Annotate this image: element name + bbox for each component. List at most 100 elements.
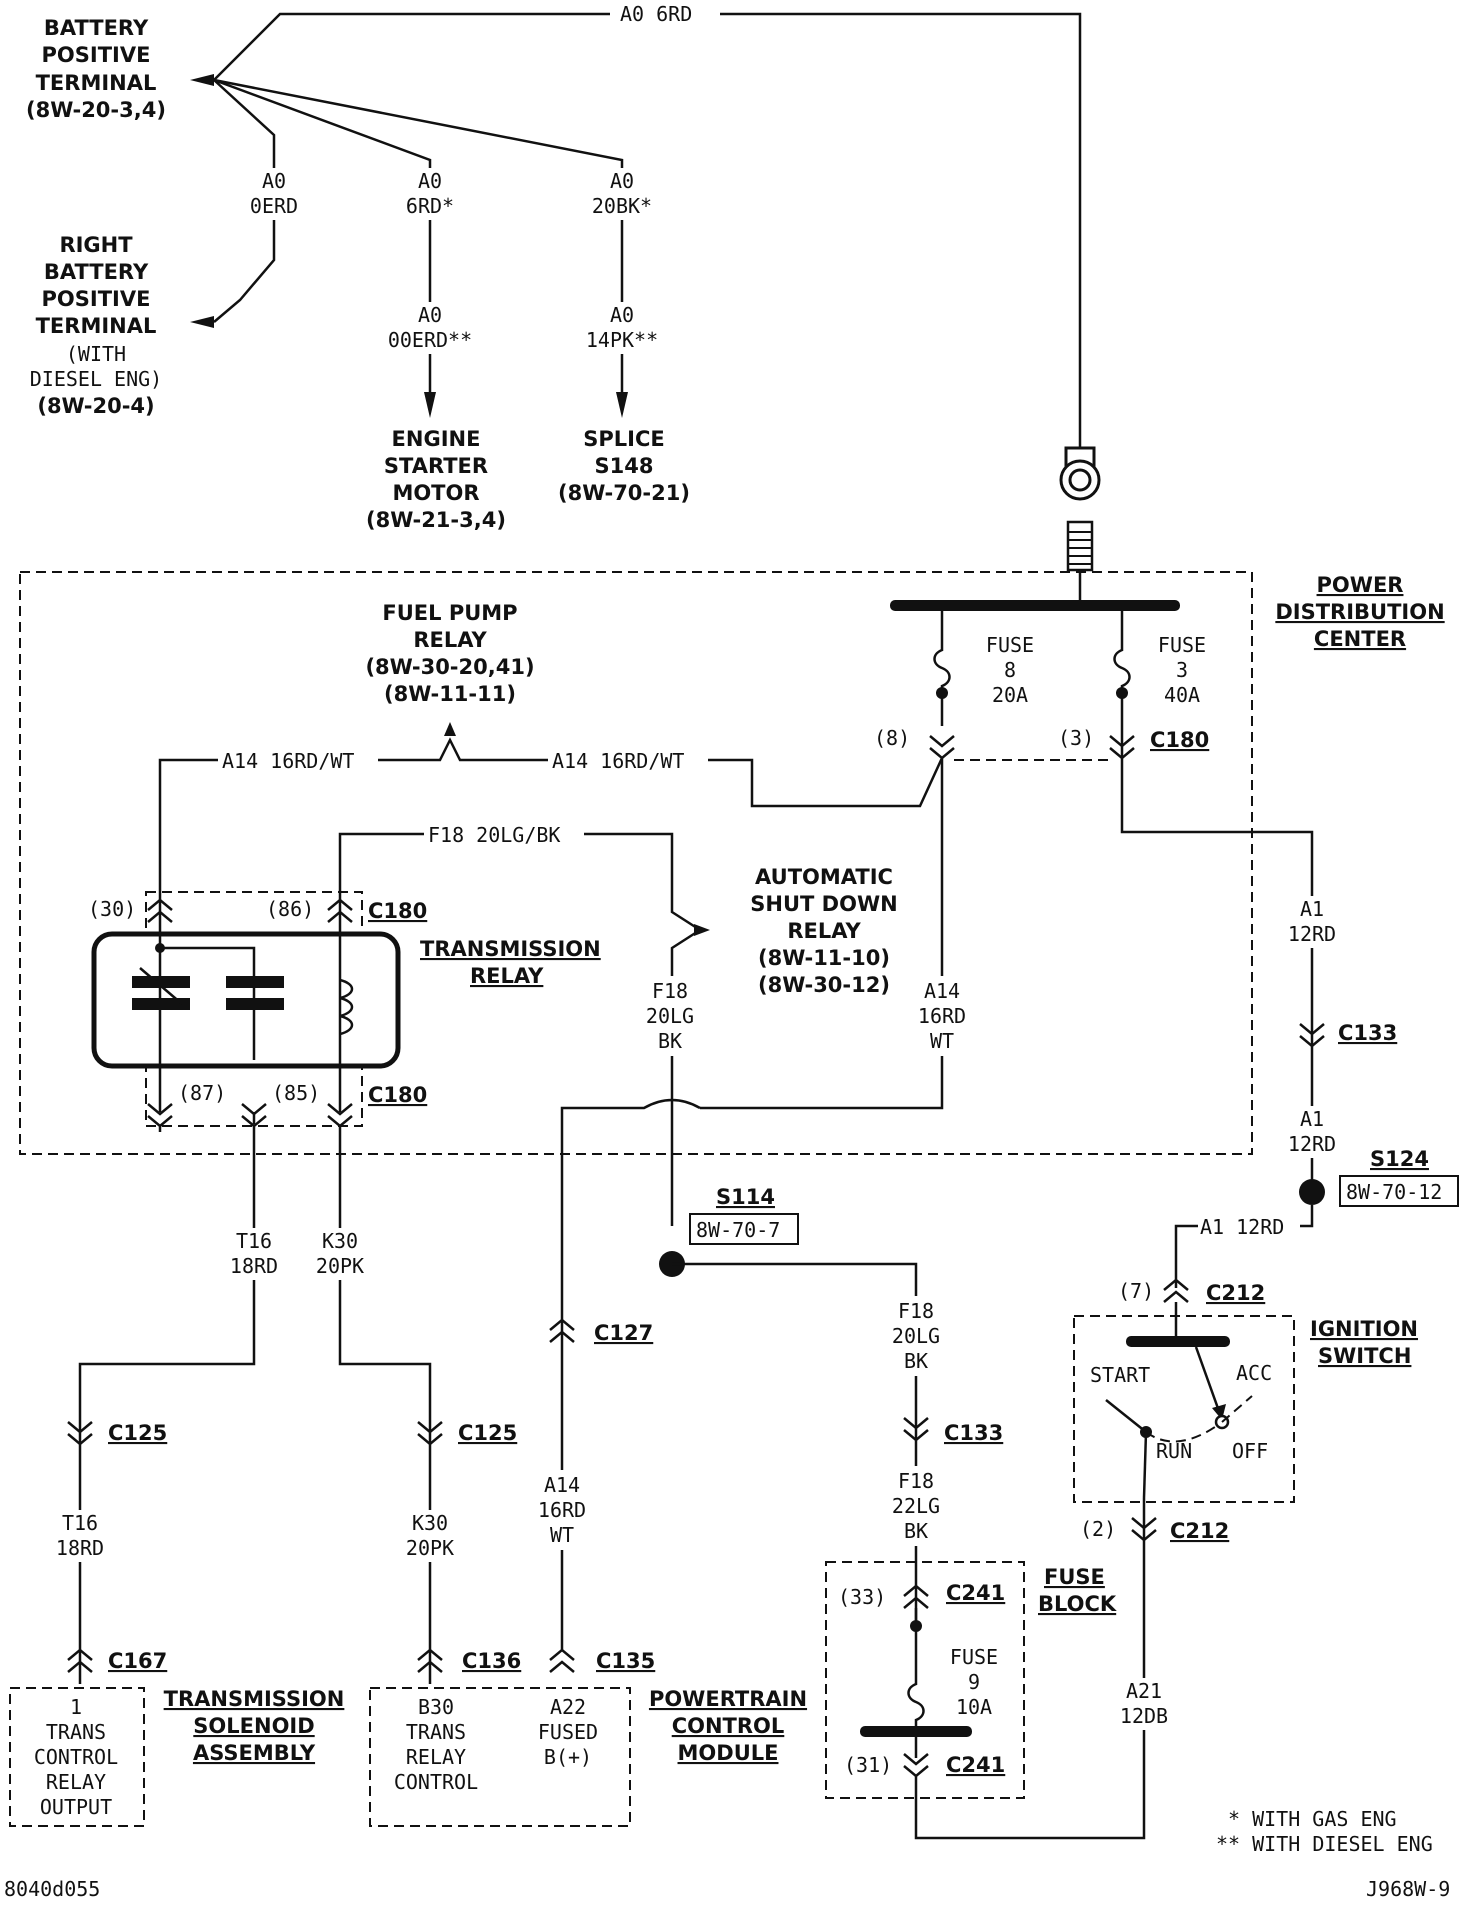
battery-eyelet-icon xyxy=(1059,446,1101,606)
transmission-relay xyxy=(91,891,401,1127)
svg-text:A14: A14 xyxy=(924,979,960,1003)
svg-text:C180: C180 xyxy=(368,899,427,923)
svg-text:S148: S148 xyxy=(595,454,654,478)
svg-text:C212: C212 xyxy=(1206,1281,1265,1305)
svg-text:A14: A14 xyxy=(544,1473,580,1497)
starter-arrow-icon xyxy=(424,392,436,418)
svg-text:RELAY: RELAY xyxy=(406,1745,466,1769)
wire-a0-6rd xyxy=(213,12,1082,448)
wire-a1-to-ign xyxy=(1174,1224,1198,1288)
svg-text:POSITIVE: POSITIVE xyxy=(42,287,151,311)
svg-text:ACC: ACC xyxy=(1236,1361,1272,1385)
connector-c180-pin30 xyxy=(147,898,173,923)
svg-text:K30: K30 xyxy=(322,1229,358,1253)
svg-text:DIESEL ENG): DIESEL ENG) xyxy=(30,367,162,391)
svg-text:S114: S114 xyxy=(716,1185,775,1209)
svg-text:(8): (8) xyxy=(874,726,910,750)
svg-text:BK: BK xyxy=(658,1029,682,1053)
svg-text:(87): (87) xyxy=(178,1081,226,1105)
svg-text:RUN: RUN xyxy=(1156,1439,1192,1463)
svg-text:8: 8 xyxy=(1004,658,1016,682)
connector-c127 xyxy=(549,1318,575,1343)
svg-text:AUTOMATIC: AUTOMATIC xyxy=(755,865,893,889)
svg-text:A21: A21 xyxy=(1126,1679,1162,1703)
svg-text:14PK**: 14PK** xyxy=(586,328,658,352)
battery-arrow-icon xyxy=(190,74,214,86)
svg-text:8W-70-7: 8W-70-7 xyxy=(696,1218,780,1242)
svg-text:40A: 40A xyxy=(1164,683,1200,707)
svg-text:CONTROL: CONTROL xyxy=(672,1714,785,1738)
svg-text:16RD: 16RD xyxy=(918,1004,966,1028)
svg-text:A1 12RD: A1 12RD xyxy=(1200,1215,1284,1239)
svg-text:FUSE: FUSE xyxy=(986,633,1034,657)
svg-text:A0: A0 xyxy=(418,169,442,193)
splice-s124 xyxy=(1299,1179,1325,1205)
svg-text:16RD: 16RD xyxy=(538,1498,586,1522)
svg-text:BATTERY: BATTERY xyxy=(44,260,149,284)
svg-text:SHUT DOWN: SHUT DOWN xyxy=(750,892,897,916)
svg-text:A1: A1 xyxy=(1300,897,1324,921)
svg-text:A0: A0 xyxy=(262,169,286,193)
asd-relay-arrow-icon xyxy=(694,924,710,936)
svg-text:(8W-30-12): (8W-30-12) xyxy=(758,973,890,997)
svg-text:C167: C167 xyxy=(108,1649,167,1673)
fuse-9: FUSE 9 10A xyxy=(907,1608,998,1730)
svg-text:(8W-30-20,41): (8W-30-20,41) xyxy=(365,655,534,679)
svg-text:BLOCK: BLOCK xyxy=(1038,1592,1117,1616)
svg-text:12DB: 12DB xyxy=(1120,1704,1168,1728)
svg-text:STARTER: STARTER xyxy=(384,454,488,478)
svg-text:T16: T16 xyxy=(236,1229,272,1253)
svg-text:C241: C241 xyxy=(946,1753,1005,1777)
svg-text:18RD: 18RD xyxy=(230,1254,278,1278)
svg-text:C133: C133 xyxy=(944,1421,1003,1445)
svg-text:A0: A0 xyxy=(610,169,634,193)
doc-id-left: 8040d055 xyxy=(4,1877,100,1901)
svg-text:FUSED: FUSED xyxy=(538,1720,598,1744)
transmission-relay-label: TRANSMISSION xyxy=(420,937,601,961)
pcm-pin-a22: A22 FUSED B(+) xyxy=(538,1695,598,1769)
svg-text:(31): (31) xyxy=(844,1753,892,1777)
svg-text:20BK*: 20BK* xyxy=(592,194,652,218)
connector-c125-t16 xyxy=(67,1421,93,1446)
fuel-pump-relay-arrow-icon xyxy=(444,722,456,736)
svg-text:ASSEMBLY: ASSEMBLY xyxy=(193,1741,316,1765)
svg-text:C127: C127 xyxy=(594,1321,653,1345)
svg-text:C180: C180 xyxy=(368,1083,427,1107)
svg-text:SPLICE: SPLICE xyxy=(583,427,664,451)
svg-text:20PK: 20PK xyxy=(406,1536,454,1560)
svg-text:B(+): B(+) xyxy=(544,1745,592,1769)
svg-text:(3): (3) xyxy=(1058,726,1094,750)
connector-c135 xyxy=(549,1648,575,1673)
svg-text:(2): (2) xyxy=(1080,1517,1116,1541)
svg-text:6RD*: 6RD* xyxy=(406,194,454,218)
svg-text:FUSE: FUSE xyxy=(1158,633,1206,657)
svg-text:8W-70-12: 8W-70-12 xyxy=(1346,1180,1442,1204)
engine-starter-label: ENGINE STARTER MOTOR (8W-21-3,4) xyxy=(366,427,506,532)
svg-text:(8W-70-21): (8W-70-21) xyxy=(558,481,690,505)
svg-text:START: START xyxy=(1090,1363,1150,1387)
svg-text:20LG: 20LG xyxy=(892,1324,940,1348)
ignition-switch xyxy=(1105,1302,1253,1499)
svg-text:(86): (86) xyxy=(266,897,314,921)
svg-text:F18 20LG/BK: F18 20LG/BK xyxy=(428,823,560,847)
svg-text:A14 16RD/WT: A14 16RD/WT xyxy=(552,749,684,773)
svg-text:ENGINE: ENGINE xyxy=(392,427,481,451)
svg-text:(85): (85) xyxy=(272,1081,320,1105)
fuse-8: FUSE 8 20A xyxy=(933,611,1034,726)
svg-text:* WITH GAS ENG: * WITH GAS ENG xyxy=(1228,1807,1397,1831)
svg-text:B30: B30 xyxy=(418,1695,454,1719)
svg-text:(8W-20-4): (8W-20-4) xyxy=(37,394,154,418)
svg-text:RELAY: RELAY xyxy=(413,628,487,652)
asd-relay-label: AUTOMATIC SHUT DOWN RELAY (8W-11-10) (8W… xyxy=(750,865,897,997)
svg-text:C212: C212 xyxy=(1170,1519,1229,1543)
svg-text:3: 3 xyxy=(1176,658,1188,682)
pdc-boundary xyxy=(19,571,1253,1155)
connector-c241-pin33 xyxy=(903,1584,929,1609)
connector-c212-pin2 xyxy=(1131,1517,1157,1542)
connector-c133-a1 xyxy=(1299,1023,1325,1048)
svg-text:RELAY: RELAY xyxy=(46,1770,106,1794)
wire-t16-18rd xyxy=(78,1126,256,1684)
connector-c180-pin8 xyxy=(929,735,955,760)
svg-text:22LG: 22LG xyxy=(892,1494,940,1518)
